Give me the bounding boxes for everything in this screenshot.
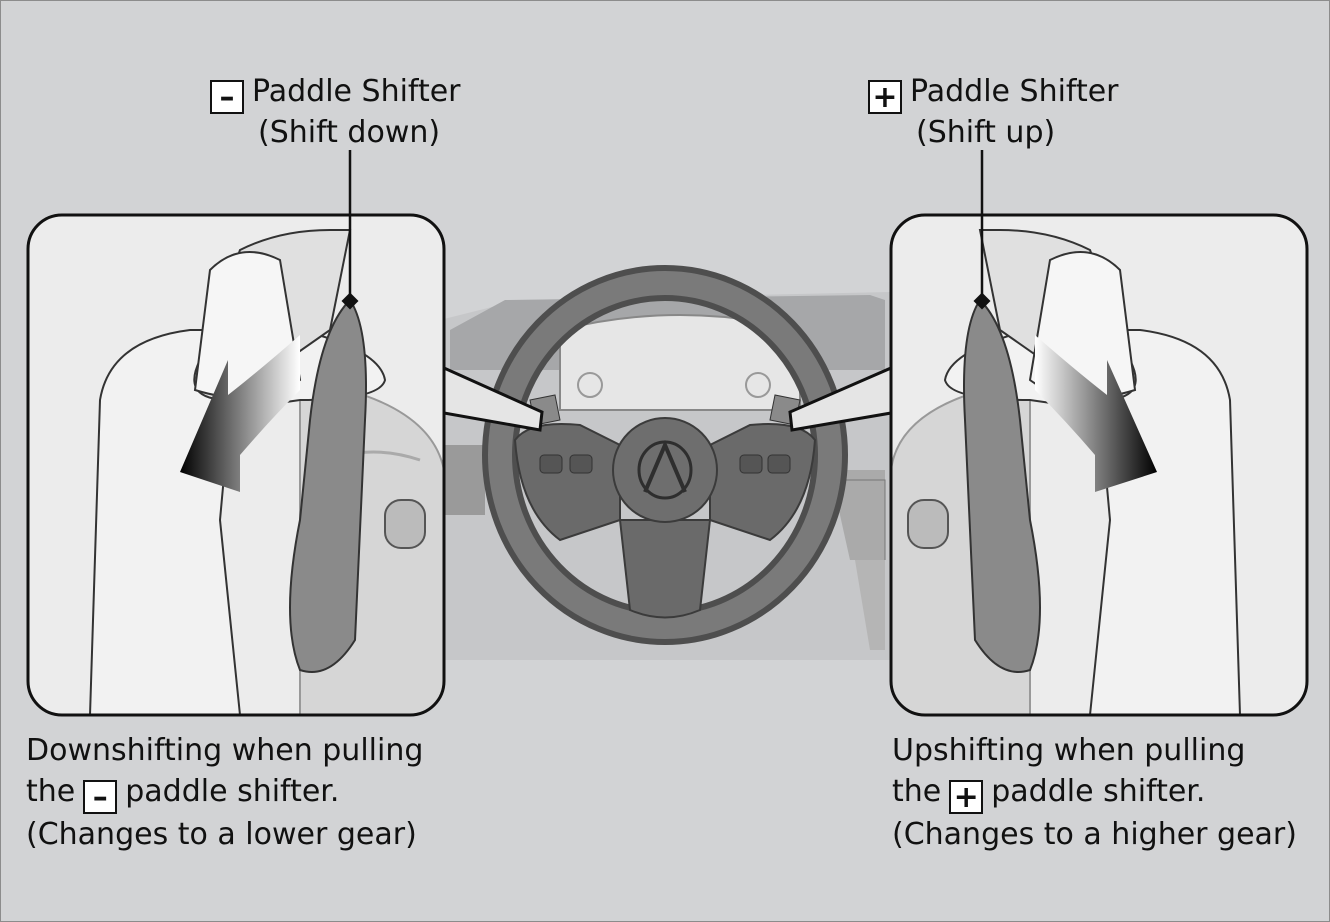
right-leader-line <box>973 150 991 310</box>
left-caption-the: the <box>26 774 76 809</box>
left-caption-line2: paddle shifter. <box>125 774 340 809</box>
left-caption-line3: (Changes to a lower gear) <box>26 817 417 852</box>
right-caption-line3: (Changes to a higher gear) <box>892 817 1297 852</box>
acura-logo <box>637 439 693 500</box>
left-caption-line1: Downshifting when pulling <box>26 733 424 768</box>
right-caption-the: the <box>892 774 942 809</box>
right-callout-subtitle: (Shift up) <box>916 115 1056 150</box>
left-detail-panel <box>26 213 446 717</box>
minus-symbol: – <box>210 80 244 114</box>
left-callout: –Paddle Shifter (Shift down) <box>210 73 461 152</box>
right-callout: +Paddle Shifter (Shift up) <box>868 73 1119 152</box>
right-caption-line1: Upshifting when pulling <box>892 733 1246 768</box>
left-caption: Downshifting when pulling the–paddle shi… <box>26 730 423 855</box>
curved-arrow-down-icon <box>180 335 300 492</box>
curved-arrow-up-icon <box>1035 335 1157 492</box>
left-leader-line <box>341 150 359 310</box>
right-caption: Upshifting when pulling the+paddle shift… <box>892 730 1297 855</box>
right-caption-line2: paddle shifter. <box>991 774 1206 809</box>
right-detail-panel <box>889 213 1309 717</box>
steering-wheel <box>482 265 848 645</box>
plus-symbol: + <box>868 80 902 114</box>
left-callout-subtitle: (Shift down) <box>258 115 441 150</box>
minus-symbol: – <box>83 780 118 814</box>
plus-symbol: + <box>949 780 984 814</box>
right-callout-title: Paddle Shifter <box>910 74 1119 109</box>
left-callout-title: Paddle Shifter <box>252 74 461 109</box>
